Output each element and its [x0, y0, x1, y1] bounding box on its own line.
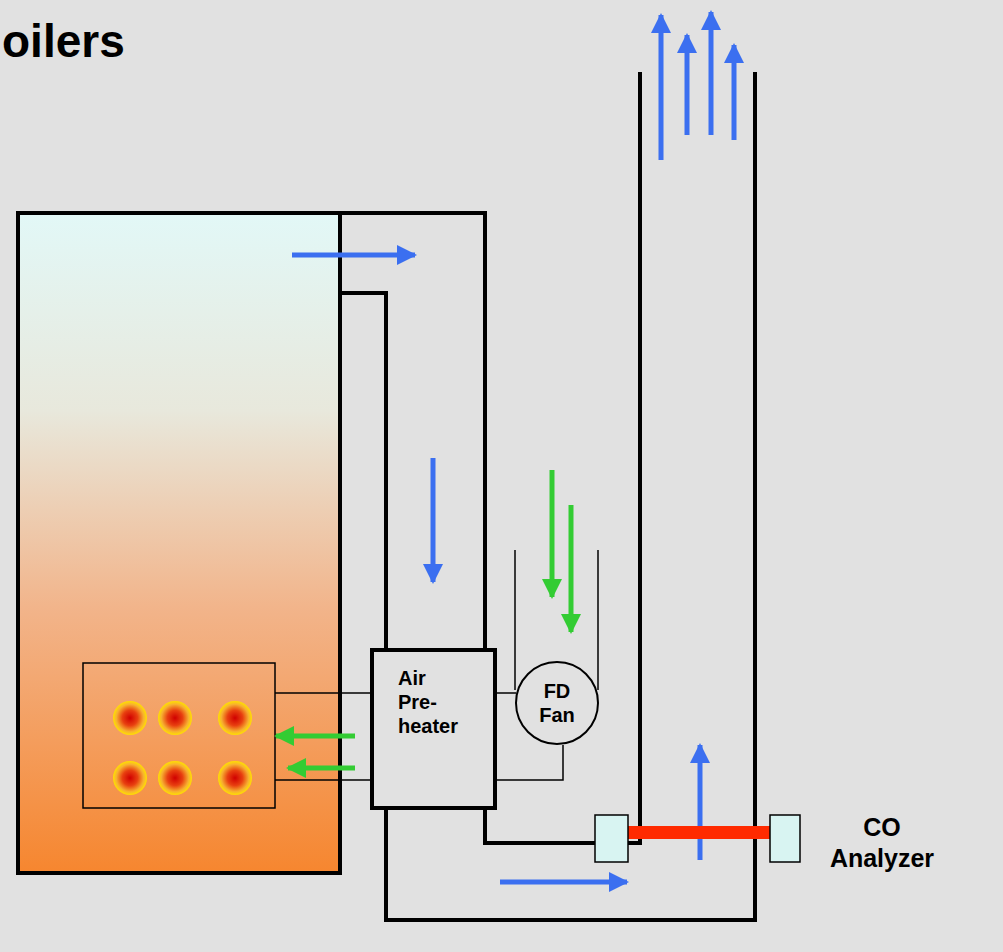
title: oilers — [2, 14, 125, 68]
air-arrows — [276, 470, 571, 768]
air-preheater-box: Air Pre- heater — [370, 648, 497, 810]
burners — [113, 701, 252, 795]
air-connector — [497, 692, 516, 694]
furnace — [18, 213, 340, 873]
node-text: Air Pre- heater — [398, 666, 470, 738]
node-text: FD Fan — [534, 679, 580, 727]
burner-box — [83, 663, 275, 808]
flue-duct — [340, 72, 755, 920]
analyzer-label: CO Analyzer — [822, 812, 942, 875]
co-analyzer-symbol — [595, 815, 800, 862]
flue-gas-arrows — [292, 12, 734, 882]
fd-fan-circle: FD Fan — [515, 661, 599, 745]
